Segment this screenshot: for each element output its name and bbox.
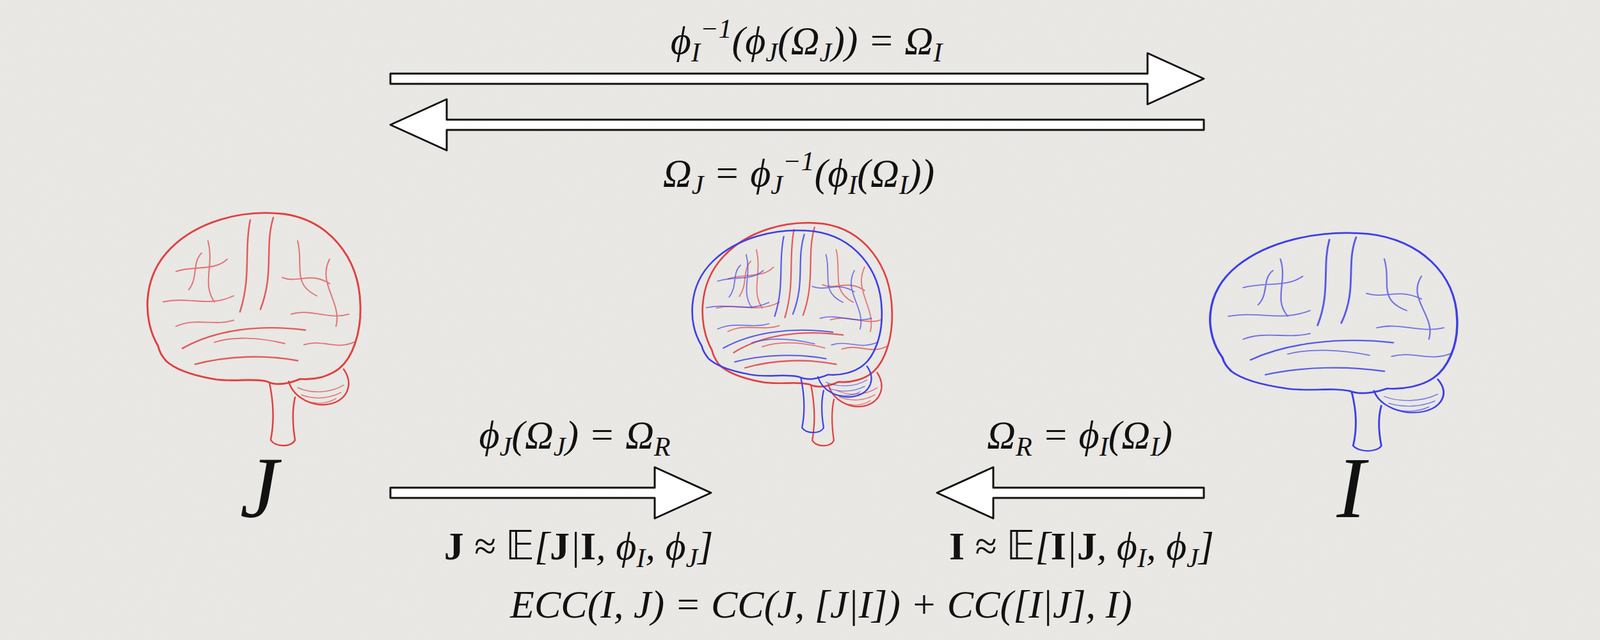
math-glyph: I [949, 524, 965, 568]
math-glyph: ϕ [744, 18, 766, 63]
math-glyph: ) [1159, 412, 1173, 457]
math-glyph: ) = [565, 412, 625, 457]
math-glyph: I [691, 37, 701, 68]
math-glyph: J [765, 37, 778, 68]
math-glyph: , [1146, 524, 1167, 568]
math-glyph: )) [908, 151, 935, 195]
hollow-arrow [390, 99, 1204, 151]
math-glyph: ( [511, 412, 525, 457]
math-glyph: ] [697, 524, 713, 568]
math-glyph: ϕ [615, 524, 637, 568]
math-glyph: J [1186, 542, 1199, 573]
math-glyph: I [1099, 431, 1109, 462]
brain-node: J [128, 64, 391, 532]
math-glyph: ϕ [750, 151, 771, 195]
math-glyph: I [899, 169, 909, 200]
math-glyph: Ω [870, 151, 900, 195]
math-glyph: J [770, 169, 783, 200]
math-glyph: I [848, 169, 857, 200]
math-glyph: Ω [791, 18, 820, 63]
brain-i [1210, 232, 1458, 452]
math-glyph: ≈ 𝔼[ [464, 524, 550, 568]
math-glyph: , [645, 524, 665, 568]
hollow-arrow [936, 467, 1204, 519]
math-glyph: I [636, 542, 646, 573]
math-glyph: )) = [831, 18, 905, 63]
math-glyph: Ω [1121, 412, 1151, 457]
math-glyph: ϕ [1166, 524, 1187, 568]
math-glyph: ≈ 𝔼[ [964, 524, 1051, 568]
hollow-arrow [390, 467, 712, 519]
math-glyph: Ω [663, 151, 692, 195]
math-glyph: ϕ [670, 18, 692, 63]
math-glyph: −1 [700, 13, 733, 44]
math-glyph: = [703, 151, 751, 195]
math-glyph: = [1032, 412, 1080, 457]
math-glyph: ( [731, 18, 745, 63]
brain-node: I [1203, 64, 1499, 532]
math-glyph: ϕ [827, 151, 848, 195]
math-glyph: ( [777, 18, 792, 63]
math-glyph: J [553, 431, 566, 462]
math-glyph: Ω [904, 18, 934, 63]
math-glyph: I [933, 37, 943, 68]
math-glyph: J [444, 524, 464, 568]
mapping-formula: ϕJ(ΩJ) = ΩR [478, 408, 671, 465]
brain-j-overlay [702, 222, 893, 446]
math-glyph: −1 [782, 145, 815, 176]
math-glyph: J [819, 37, 832, 68]
math-glyph: J [1077, 524, 1097, 568]
image-letter: I [1336, 444, 1366, 532]
mapping-formula: ΩJ = ϕJ−1(ϕI(ΩI)) [663, 144, 935, 203]
math-glyph: , [595, 524, 616, 568]
math-glyph: ϕ [664, 524, 686, 568]
math-glyph: | [1066, 524, 1078, 568]
math-glyph: ϕ [1116, 524, 1138, 568]
math-glyph: I [1137, 542, 1147, 573]
math-glyph: I [580, 524, 596, 568]
math-glyph: Ω [986, 412, 1016, 457]
brain-j [147, 213, 361, 446]
brain-node [711, 192, 937, 532]
formula-label: J ≈ 𝔼[J|I, ϕI, ϕJ] [444, 520, 714, 576]
math-glyph: ϕ [1079, 412, 1100, 457]
math-glyph: ϕ [478, 412, 500, 457]
math-glyph: J [685, 542, 698, 573]
math-glyph: R [1015, 431, 1033, 462]
math-glyph: I [1150, 431, 1160, 462]
math-glyph: ( [814, 151, 829, 195]
image-letter: J [240, 444, 279, 532]
math-glyph: Ω [625, 412, 655, 457]
brain-i-overlay [692, 230, 882, 433]
mapping-formula: ΩR = ϕI(ΩI) [986, 408, 1173, 465]
math-glyph: ( [1108, 412, 1122, 457]
formula-label: ECC(I, J) = CC(J, [J|I]) + CC([I|J], I) [510, 578, 1133, 631]
math-glyph: ( [856, 151, 871, 195]
math-glyph: | [569, 524, 581, 568]
formula-label: I ≈ 𝔼[I|J, ϕI, ϕJ] [949, 520, 1215, 576]
mapping-formula: ϕI−1(ϕJ(ΩJ)) = ΩI [670, 11, 943, 71]
math-glyph: R [654, 431, 671, 462]
math-glyph: , [1096, 524, 1117, 568]
math-glyph: J [499, 431, 512, 462]
math-glyph: J [691, 169, 704, 200]
math-glyph: ] [1198, 524, 1215, 568]
math-glyph: ECC(I, J) = CC(J, [J|I]) + CC([I|J], I) [510, 582, 1133, 626]
math-glyph: Ω [524, 412, 554, 457]
math-glyph: J [549, 524, 570, 568]
math-glyph: I [1050, 524, 1067, 568]
